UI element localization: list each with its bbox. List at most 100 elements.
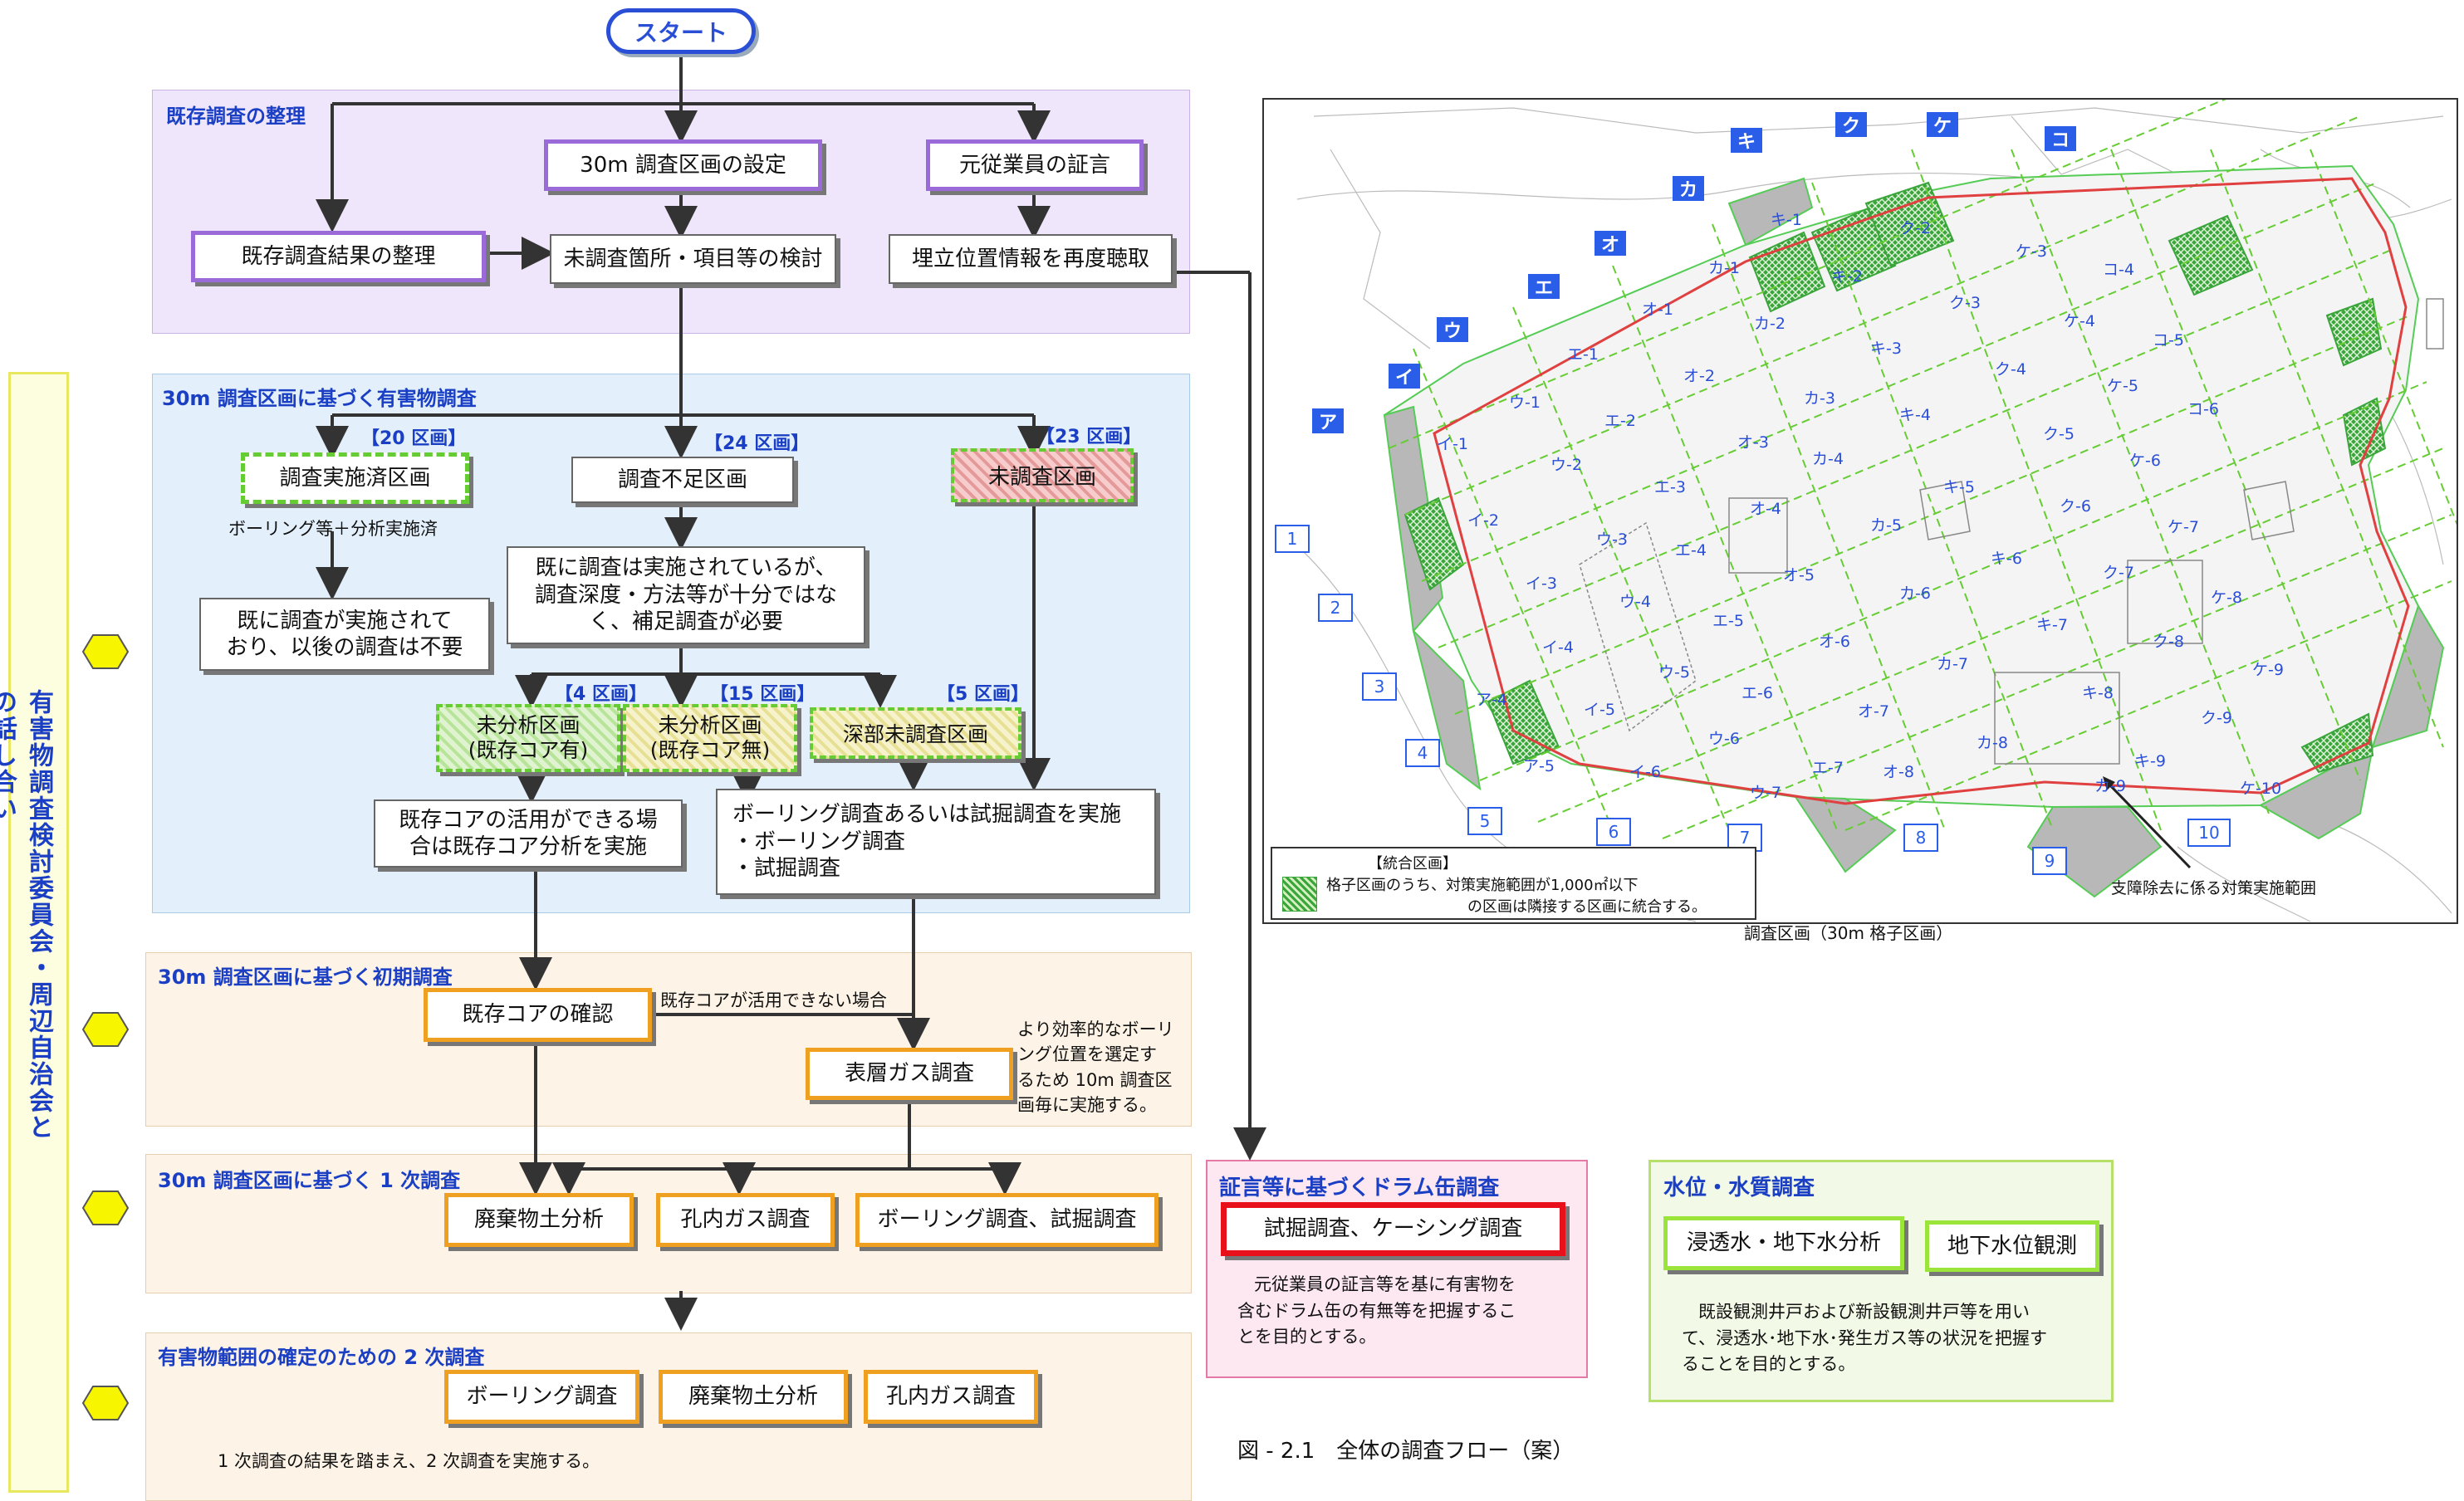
map-annotation: 支障除去に係る対策実施範囲 [2111, 879, 2317, 897]
boring-line3: ・試掘調査 [732, 856, 841, 882]
box-unanalyzed-with-core: 未分析区画 (既存コア有) [436, 704, 620, 772]
map-cell: コ-6 [2187, 400, 2219, 418]
map-cell: オ-5 [1783, 566, 1815, 584]
map-row-number: 1 [1275, 525, 1310, 553]
initial-title: 30m 調査区画に基づく初期調査 [158, 966, 453, 989]
box-leachate-analysis: 浸透水・地下水分析 [1663, 1216, 1904, 1270]
sidebar-panel [8, 372, 69, 1493]
legend-line2: の区画は隣接する区画に統合する。 [1467, 898, 1707, 916]
map-col-tag: コ [2045, 126, 2076, 151]
box-unanalyzed-without-core: 未分析区画 (既存コア無) [623, 704, 797, 772]
note-drum-line1: 元従業員の証言等を基に有害物を [1254, 1274, 1516, 1294]
map-cell: オ-8 [1883, 763, 1914, 781]
box-insufficient-blocks: 調査不足区画 [571, 457, 794, 503]
map-cell: ケ-7 [2168, 518, 2199, 536]
box-testimony: 元従業員の証言 [926, 139, 1144, 191]
map-cell: イ-4 [1542, 638, 1574, 657]
primary-title: 30m 調査区画に基づく 1 次調査 [158, 1169, 461, 1192]
map-col-tag: ケ [1927, 112, 1958, 137]
map-cell: ウ-5 [1658, 663, 1690, 682]
map-cell: ケ-10 [2240, 780, 2282, 798]
panel-drum [1206, 1160, 1588, 1378]
map-cell: イ-6 [1629, 763, 1661, 781]
label-core-unusable: 既存コアが活用できない場合 [660, 990, 887, 1010]
map-cell: オ-1 [1642, 301, 1673, 319]
box-deep-unsurveyed: 深部未調査区画 [810, 707, 1021, 759]
panel-initial [145, 952, 1192, 1127]
map-cell: ウ-1 [1509, 394, 1541, 412]
supplement-line2: 調査深度・方法等が十分ではな [534, 582, 837, 608]
map-cell: エ-7 [1812, 759, 1844, 777]
note-secondary: 1 次調査の結果を踏まえ、2 次調査を実施する。 [218, 1451, 600, 1471]
map-row-number: 4 [1405, 739, 1440, 767]
figure-caption: 図 - 2.1 全体の調査フロー（案） [1237, 1439, 1575, 1464]
no-further-line2: おり、以後の調査は不要 [226, 635, 463, 660]
map-cell: カ-5 [1870, 516, 1902, 535]
box-no-further-survey: 既に調査が実施されて おり、以後の調査は不要 [199, 598, 490, 671]
box-relisten-location: 埋立位置情報を再度聴取 [889, 234, 1173, 284]
map-cell: ウ-2 [1550, 456, 1582, 474]
map-cell: キ-6 [1991, 550, 2022, 568]
no-further-line1: 既に調査が実施されて [237, 608, 453, 633]
map-cell: ク-8 [2153, 633, 2184, 651]
map-cell: ク-9 [2201, 709, 2232, 727]
map-legend: 【統合区画】 格子区画のうち、対策実施範囲が1,000㎡以下 の区画は隣接する区… [1271, 847, 1756, 920]
map-col-tag: オ [1594, 231, 1626, 256]
map-cell: ケ-5 [2107, 377, 2138, 395]
unanalyzed-core-line2: (既存コア有) [468, 738, 589, 762]
tag-5: 【5 区画】 [937, 684, 1029, 705]
map-col-tag: ア [1312, 408, 1344, 433]
map-row-number: 8 [1903, 824, 1938, 852]
map-col-tag: イ [1389, 364, 1420, 389]
note-boring-done: ボーリング等＋分析実施済 [228, 519, 438, 539]
map-cell: カ-7 [1937, 655, 1968, 673]
map-col-tag: ウ [1437, 317, 1468, 342]
map-cell: キ-1 [1771, 211, 1802, 229]
supplement-line1: 既に調査は実施されているが、 [535, 555, 837, 581]
map-cell: ア-5 [1523, 757, 1555, 775]
map-cell: エ-6 [1741, 684, 1773, 702]
map-cell: オ-2 [1683, 367, 1715, 385]
panel-water [1648, 1160, 2114, 1402]
map-cell: キ-5 [1943, 478, 1975, 496]
note-water-line1: 既設観測井戸および新設観測井戸等を用い [1698, 1302, 2030, 1322]
tag-20: 【20 区画】 [361, 428, 467, 449]
supplement-line3: く、補足調査が必要 [588, 609, 783, 635]
map-cell: エ-1 [1567, 345, 1599, 364]
unanalyzed-nocore-line2: (既存コア無) [649, 738, 771, 762]
map-cell: キ-2 [1831, 267, 1863, 286]
hazard-title: 30m 調査区画に基づく有害物調査 [162, 387, 477, 410]
note-10m-line3: るため 10m 調査区 [1017, 1069, 1173, 1090]
note-10m-line4: 画毎に実施する。 [1017, 1095, 1157, 1116]
tag-24: 【24 区画】 [704, 433, 810, 454]
map-cell: ケ-6 [2129, 452, 2161, 470]
map-cell: ケ-3 [2016, 242, 2047, 261]
map-cell: ク-5 [2043, 425, 2075, 443]
map-cell: イ-5 [1584, 701, 1615, 719]
map-cell: ク-7 [2103, 564, 2134, 582]
map-cell: ク-3 [1949, 294, 1981, 312]
note-water-line2: て、浸透水･地下水･発生ガス等の状況を把握す [1682, 1327, 2047, 1348]
box-surveyed-blocks: 調査実施済区画 [241, 452, 469, 504]
note-water-line3: ることを目的とする。 [1682, 1354, 1856, 1374]
box-primary-hole-gas: 孔内ガス調査 [656, 1193, 835, 1247]
note-drum-line3: とを目的とする。 [1237, 1327, 1377, 1347]
start-label: スタート [634, 18, 727, 46]
start-terminal: スタート [606, 8, 756, 54]
box-secondary-hole-gas: 孔内ガス調査 [864, 1370, 1038, 1424]
unsurveyed-blocks-label: 未調査区画 [987, 465, 1096, 490]
map-cell: カ-2 [1754, 315, 1786, 333]
map-col-tag: キ [1731, 128, 1762, 153]
legend-title: 【統合区画】 [1368, 855, 1457, 873]
map-cell: イ-3 [1526, 574, 1557, 593]
map-cell: カ-9 [2094, 777, 2126, 795]
tag-23: 【23 区画】 [1036, 427, 1142, 447]
map-col-tag: ク [1835, 112, 1867, 137]
map-col-tag: エ [1528, 274, 1560, 299]
panel-existing [152, 90, 1190, 334]
map-cell: ク-6 [2060, 497, 2091, 516]
map-cell: ケ-8 [2211, 589, 2242, 607]
map-cell: カ-4 [1812, 450, 1844, 468]
map-cell: カ-8 [1977, 734, 2008, 752]
map-cell: コ-4 [2103, 261, 2134, 279]
